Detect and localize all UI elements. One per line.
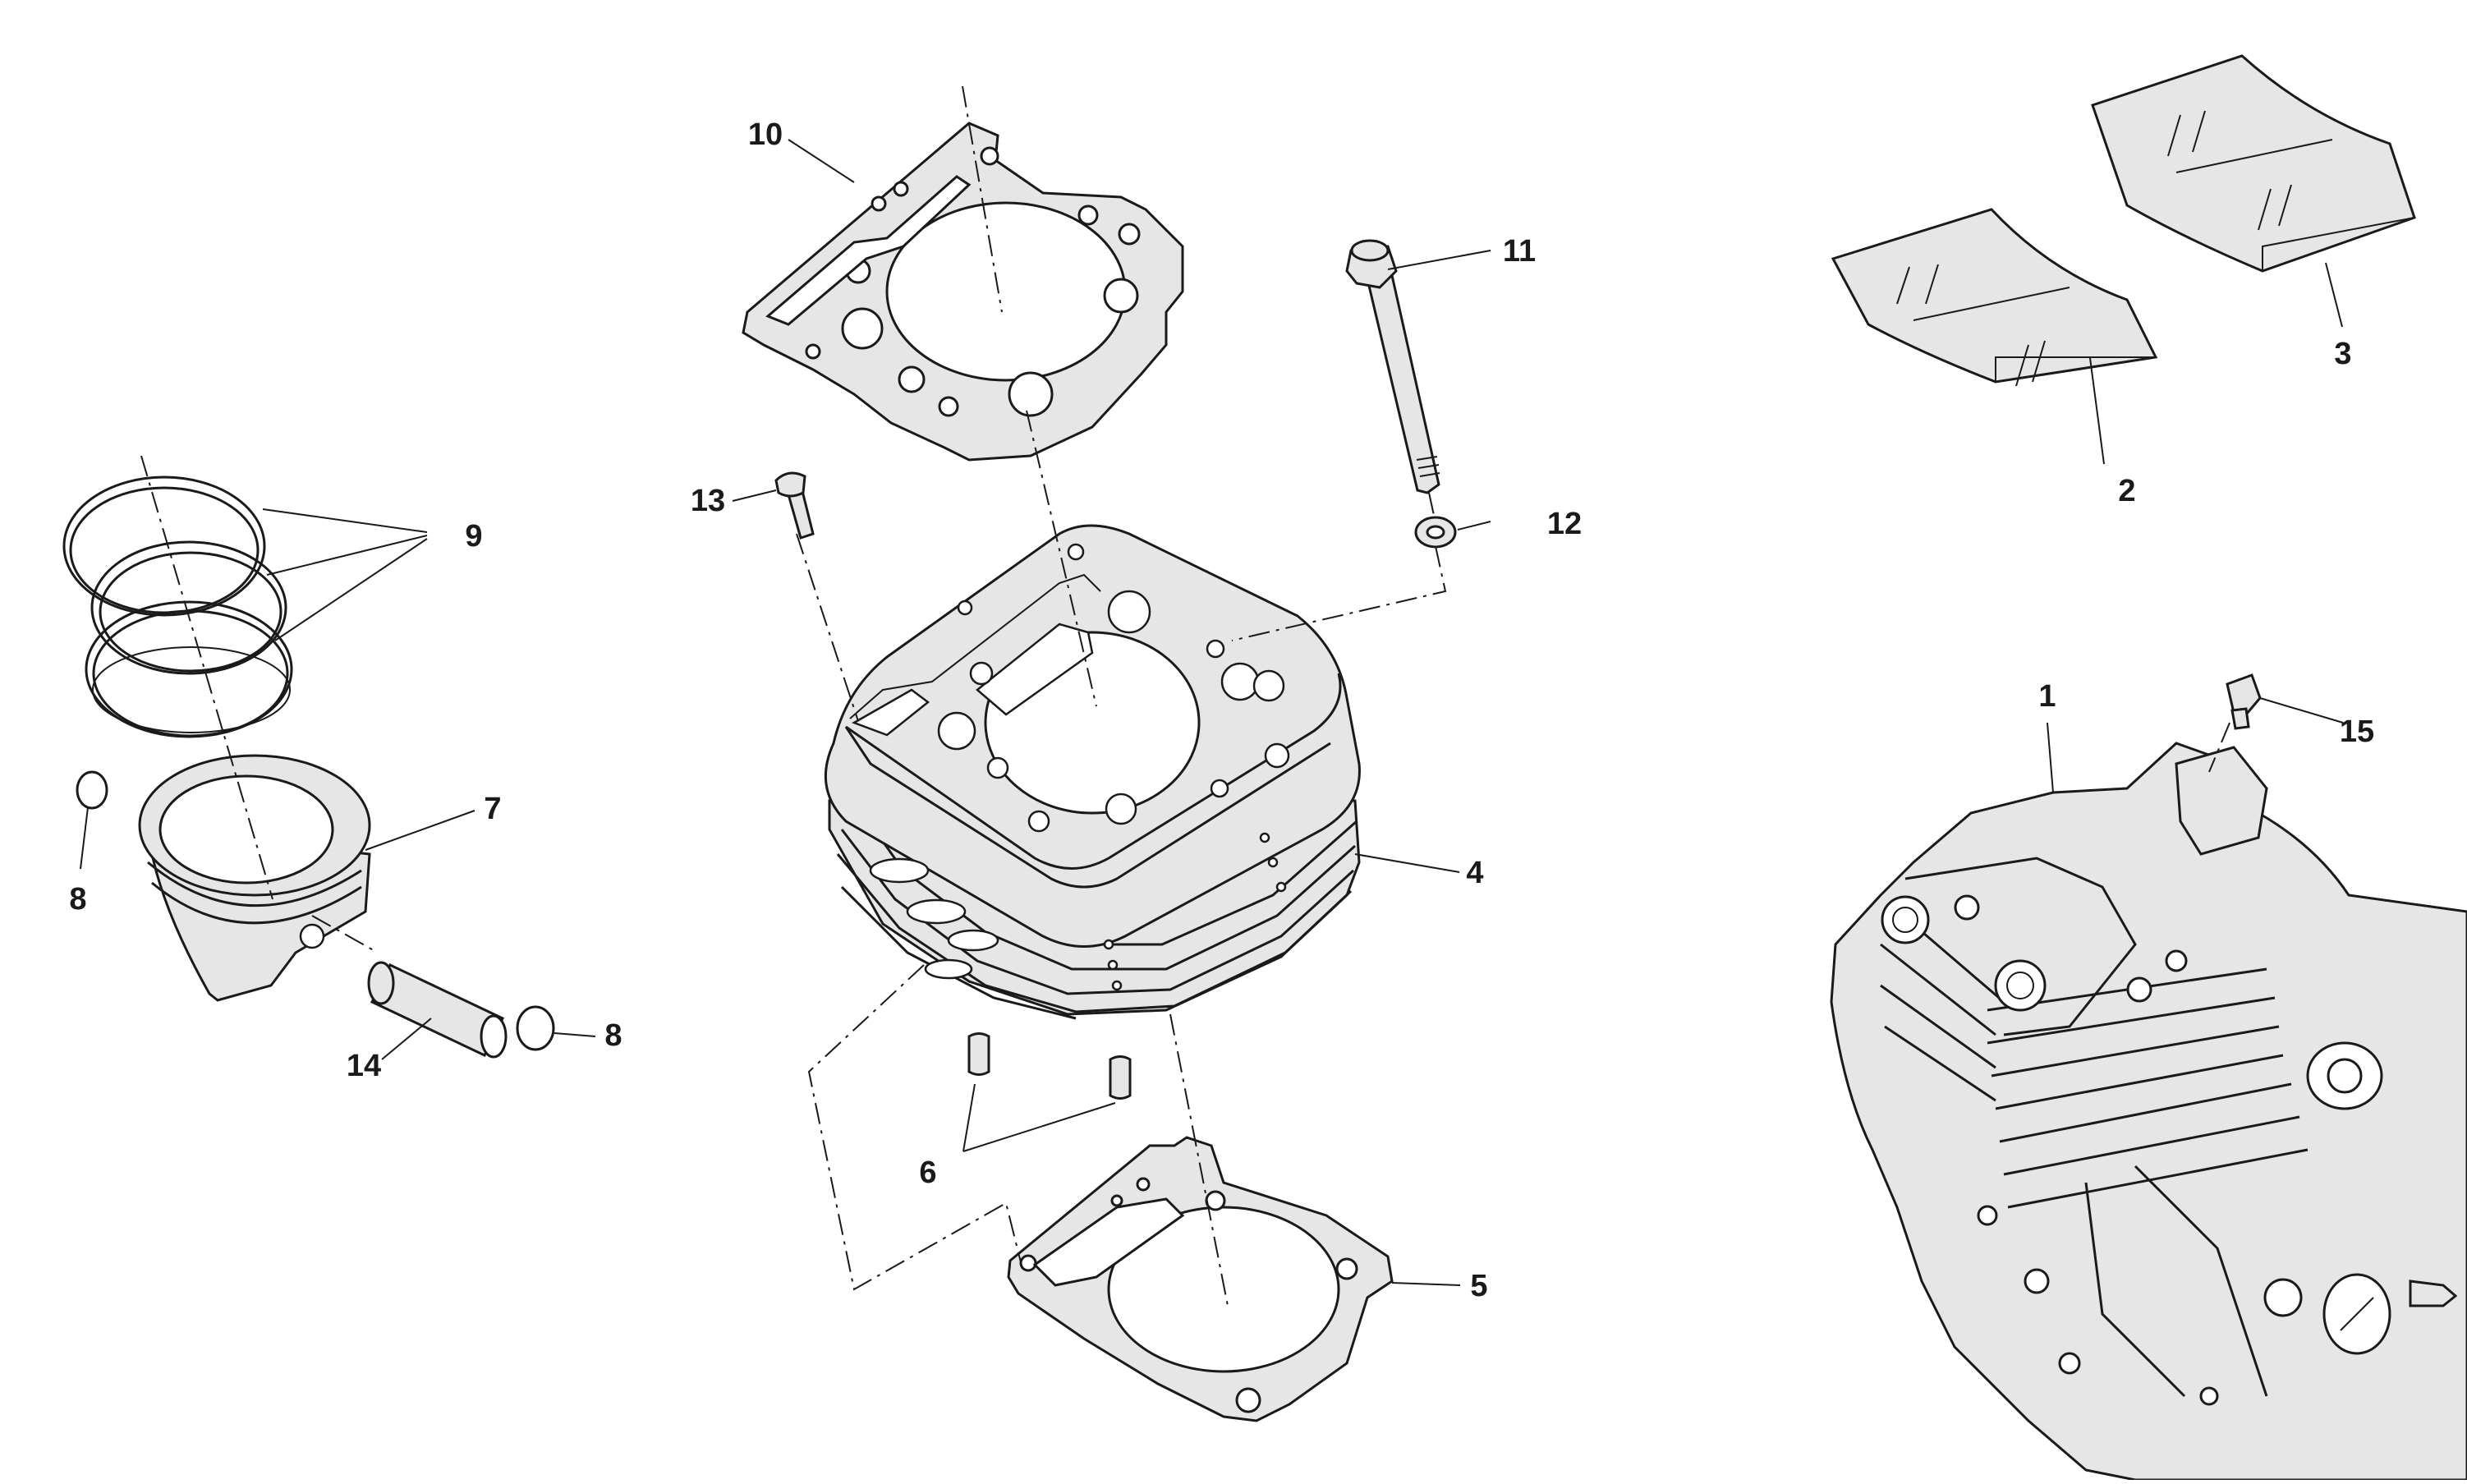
washer — [1414, 516, 1457, 549]
sealant-pack-right — [2091, 54, 2416, 273]
callout-13: 13 — [691, 484, 725, 518]
leader-lines — [80, 139, 2344, 1286]
callout-10: 10 — [748, 117, 783, 152]
engine-assembly — [1830, 742, 2467, 1482]
callout-2: 2 — [2118, 474, 2135, 508]
long-bolt — [1345, 239, 1440, 494]
cylinder — [824, 524, 1361, 1020]
head-gasket — [742, 122, 1184, 462]
callout-15: 15 — [2340, 714, 2374, 749]
callout-12: 12 — [1547, 507, 1582, 541]
piston-rings — [62, 476, 293, 738]
callout-9: 9 — [465, 519, 482, 554]
circlips — [76, 770, 555, 1051]
sealant-pack-left — [1831, 208, 2158, 387]
callout-14: 14 — [347, 1049, 381, 1083]
piston — [138, 754, 371, 1002]
callout-labels: 1 2 3 4 5 6 7 8 8 9 10 11 12 13 14 15 — [69, 117, 2374, 1303]
dowel-pins — [967, 1032, 1132, 1100]
callout-4: 4 — [1466, 856, 1483, 890]
piston-pin — [367, 961, 508, 1059]
callout-8-left: 8 — [69, 882, 86, 917]
callout-7: 7 — [484, 792, 501, 826]
callout-11: 11 — [1503, 234, 1536, 269]
small-bolt — [774, 471, 815, 540]
center-lines — [140, 85, 2230, 1307]
sensor — [2226, 673, 2262, 730]
base-gasket — [1007, 1136, 1394, 1422]
callout-8-right: 8 — [604, 1018, 622, 1053]
callout-5: 5 — [1470, 1269, 1487, 1303]
callout-6: 6 — [919, 1155, 936, 1190]
callout-3: 3 — [2334, 337, 2351, 371]
callout-1: 1 — [2038, 679, 2056, 714]
